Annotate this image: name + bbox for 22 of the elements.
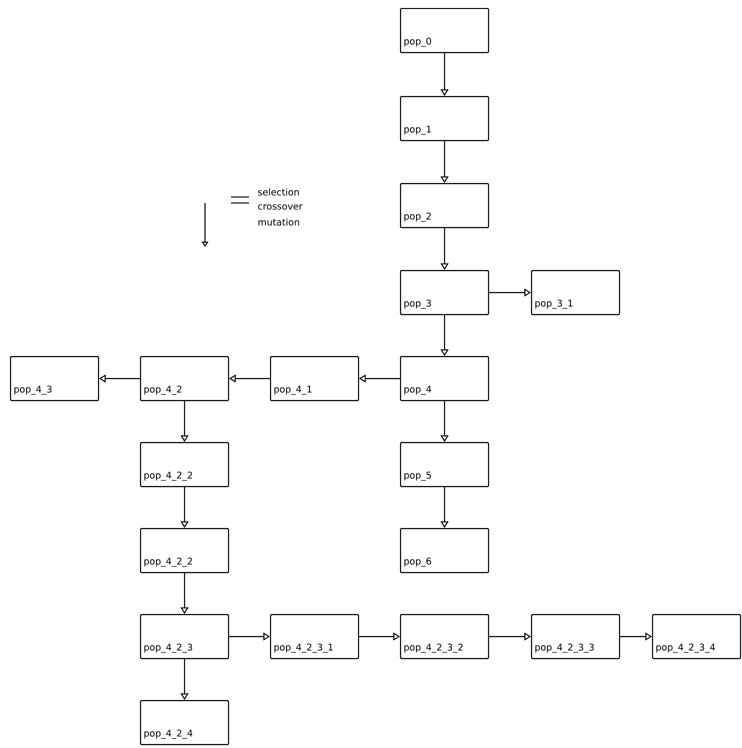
- population-box: pop_4_2_3_2: [400, 614, 490, 660]
- population-box: pop_3: [400, 270, 490, 316]
- population-box: pop_3_1: [531, 270, 620, 316]
- population-box: pop_4_1: [270, 356, 360, 402]
- legend-text: selection: [258, 188, 299, 196]
- population-box: pop_4_2_3_4: [652, 614, 742, 660]
- population-box: pop_4_2_4: [140, 700, 230, 746]
- population-box: pop_4_2_2: [140, 528, 230, 574]
- population-box: pop_4_2_3: [140, 614, 230, 660]
- population-box: pop_2: [400, 183, 490, 228]
- population-box: pop_1: [400, 96, 490, 142]
- population-box: pop_0: [400, 8, 490, 54]
- population-box: pop_4_2_3_3: [531, 614, 620, 660]
- legend-text: mutation: [258, 218, 300, 226]
- population-box: pop_5: [400, 442, 490, 488]
- legend-text: crossover: [258, 204, 303, 210]
- population-box: pop_4_3: [10, 356, 100, 402]
- population-box: pop_6: [400, 528, 490, 574]
- population-box: pop_4_2: [140, 356, 230, 402]
- population-box: pop_4_2_2: [140, 442, 230, 488]
- population-box: pop_4_2_3_1: [270, 614, 360, 660]
- population-box: pop_4: [400, 356, 490, 402]
